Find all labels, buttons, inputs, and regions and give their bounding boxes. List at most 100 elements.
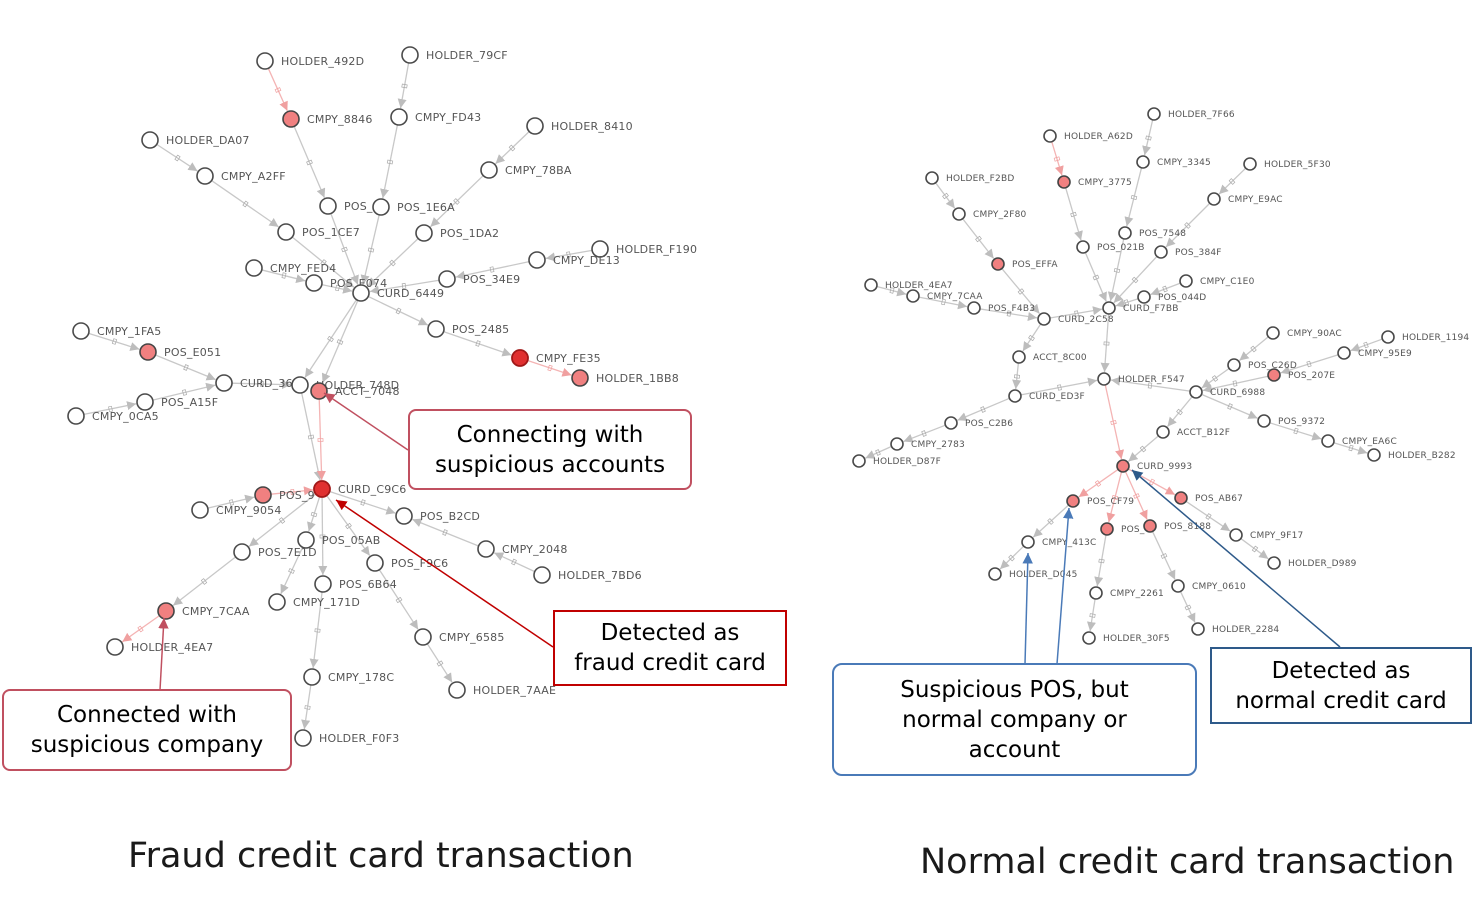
left-node-pos-a15f[interactable] bbox=[136, 393, 154, 411]
left-node-cmpy-1fa5[interactable] bbox=[72, 322, 90, 340]
right-node-curd-f7bb[interactable] bbox=[1102, 301, 1116, 315]
right-node-cmpy-e9ac[interactable] bbox=[1207, 192, 1221, 206]
right-node-holder-a62d[interactable] bbox=[1043, 129, 1057, 143]
right-node-pos-f4b3[interactable] bbox=[967, 301, 981, 315]
left-node-cmpy-178c[interactable] bbox=[303, 668, 321, 686]
right-node-holder-f547[interactable] bbox=[1097, 372, 1111, 386]
left-node-holder-7aae[interactable] bbox=[448, 681, 466, 699]
left-node-holder-f190[interactable] bbox=[591, 240, 609, 258]
right-node-acct-8c00[interactable] bbox=[1012, 350, 1026, 364]
right-node-pos-9372[interactable] bbox=[1257, 414, 1271, 428]
left-node-curd-c9c6[interactable] bbox=[313, 480, 331, 498]
left-node-pos-05ab[interactable] bbox=[297, 531, 315, 549]
left-node-cmpy-2048[interactable] bbox=[477, 540, 495, 558]
right-node-holder-2284[interactable] bbox=[1191, 622, 1205, 636]
right-node-cmpy-7caa[interactable] bbox=[906, 289, 920, 303]
right-node-label: HOLDER_D87F bbox=[873, 457, 941, 467]
left-node-pos-1e6a[interactable] bbox=[372, 198, 390, 216]
right-node-curd-6988[interactable] bbox=[1189, 385, 1203, 399]
right-node-holder-d989[interactable] bbox=[1267, 556, 1281, 570]
left-node-pos-1da2[interactable] bbox=[415, 224, 433, 242]
left-node-label: CMPY_8846 bbox=[307, 113, 373, 126]
left-node-pos-7e1d[interactable] bbox=[233, 543, 251, 561]
left-node-cmpy-fe35[interactable] bbox=[511, 349, 529, 367]
right-node-pos-c26d[interactable] bbox=[1227, 358, 1241, 372]
right-node-holder-1194[interactable] bbox=[1381, 330, 1395, 344]
right-node-cmpy-c1e0[interactable] bbox=[1179, 274, 1193, 288]
left-node-cmpy-de13[interactable] bbox=[528, 251, 546, 269]
left-node-cmpy-171d[interactable] bbox=[268, 593, 286, 611]
left-node-holder-8410[interactable] bbox=[526, 117, 544, 135]
right-node-holder-b282[interactable] bbox=[1367, 448, 1381, 462]
left-node-cmpy-8846[interactable] bbox=[282, 110, 300, 128]
left-node-curd-36[interactable] bbox=[215, 374, 233, 392]
right-node-pos-384f[interactable] bbox=[1154, 245, 1168, 259]
right-node-pos-207e[interactable] bbox=[1267, 368, 1281, 382]
left-edge-marker bbox=[401, 83, 408, 89]
left-node-cmpy-6585[interactable] bbox=[414, 628, 432, 646]
right-node-cmpy-90ac[interactable] bbox=[1266, 326, 1280, 340]
left-node-holder-79cf[interactable] bbox=[401, 46, 419, 64]
left-node-holder-f0f3[interactable] bbox=[294, 729, 312, 747]
right-node-holder-7f66[interactable] bbox=[1147, 107, 1161, 121]
right-node-pos-1[interactable] bbox=[1100, 522, 1114, 536]
right-node-pos-cf79[interactable] bbox=[1066, 494, 1080, 508]
left-node-cmpy-9054[interactable] bbox=[191, 501, 209, 519]
left-node-pos-b2cd[interactable] bbox=[395, 507, 413, 525]
left-node-pos-2485[interactable] bbox=[427, 320, 445, 338]
right-node-holder-d045[interactable] bbox=[988, 567, 1002, 581]
right-node-pos-044d[interactable] bbox=[1137, 290, 1151, 304]
left-node-holder-4ea7[interactable] bbox=[106, 638, 124, 656]
right-node-holder-30f5[interactable] bbox=[1082, 631, 1096, 645]
right-node-cmpy-ea6c[interactable] bbox=[1321, 434, 1335, 448]
right-node-pos-c2b6[interactable] bbox=[944, 416, 958, 430]
right-node-holder-5f30[interactable] bbox=[1243, 157, 1257, 171]
left-node-pos-34e9[interactable] bbox=[438, 270, 456, 288]
right-node-cmpy-3345[interactable] bbox=[1136, 155, 1150, 169]
right-node-pos-7548[interactable] bbox=[1118, 226, 1132, 240]
left-node-pos-1ce7[interactable] bbox=[277, 223, 295, 241]
right-node-pos-8188[interactable] bbox=[1143, 519, 1157, 533]
left-node-curd-6449[interactable] bbox=[352, 284, 370, 302]
left-node-holder-748d[interactable] bbox=[291, 376, 309, 394]
right-node-cmpy-2f80[interactable] bbox=[952, 207, 966, 221]
right-node-cmpy-2261[interactable] bbox=[1089, 586, 1103, 600]
right-node-cmpy-3775[interactable] bbox=[1057, 175, 1071, 189]
right-edge-marker bbox=[1227, 403, 1233, 410]
left-node-pos-f9c6[interactable] bbox=[366, 554, 384, 572]
right-node-pos-021b[interactable] bbox=[1076, 240, 1090, 254]
right-node-label: CMPY_7CAA bbox=[927, 292, 983, 302]
right-node-pos-effa[interactable] bbox=[991, 257, 1005, 271]
pointer-connected-company bbox=[158, 617, 169, 691]
right-node-pos-ab67[interactable] bbox=[1174, 491, 1188, 505]
right-node-cmpy-0610[interactable] bbox=[1171, 579, 1185, 593]
right-node-cmpy-2783[interactable] bbox=[890, 437, 904, 451]
right-node-holder-4ea7[interactable] bbox=[864, 278, 878, 292]
right-node-holder-d87f[interactable] bbox=[852, 454, 866, 468]
right-node-acct-b12f[interactable] bbox=[1156, 425, 1170, 439]
right-node-holder-f2bd[interactable] bbox=[925, 171, 939, 185]
left-node-cmpy-fed4[interactable] bbox=[245, 259, 263, 277]
right-node-curd-2c58[interactable] bbox=[1037, 312, 1051, 326]
left-node-holder-492d[interactable] bbox=[256, 52, 274, 70]
right-node-cmpy-95e9[interactable] bbox=[1337, 346, 1351, 360]
left-node-pos-6b64[interactable] bbox=[314, 575, 332, 593]
left-node-pos-a[interactable] bbox=[319, 197, 337, 215]
left-node-holder-1bb8[interactable] bbox=[571, 369, 589, 387]
left-node-cmpy-0ca5[interactable] bbox=[67, 407, 85, 425]
right-node-cmpy-9f17[interactable] bbox=[1229, 528, 1243, 542]
left-node-cmpy-78ba[interactable] bbox=[480, 161, 498, 179]
right-node-cmpy-413c[interactable] bbox=[1021, 535, 1035, 549]
left-node-acct-7048[interactable] bbox=[310, 382, 328, 400]
right-node-curd-9993[interactable] bbox=[1116, 459, 1130, 473]
left-node-cmpy-a2ff[interactable] bbox=[196, 167, 214, 185]
left-node-pos-e074[interactable] bbox=[305, 274, 323, 292]
left-node-holder-da07[interactable] bbox=[141, 131, 159, 149]
left-node-pos-9[interactable] bbox=[254, 486, 272, 504]
left-node-holder-7bd6[interactable] bbox=[533, 566, 551, 584]
right-node-label: HOLDER_B282 bbox=[1388, 451, 1456, 461]
left-node-pos-e051[interactable] bbox=[139, 343, 157, 361]
left-node-cmpy-7caa[interactable] bbox=[157, 602, 175, 620]
right-node-curd-ed3f[interactable] bbox=[1008, 389, 1022, 403]
left-node-cmpy-fd43[interactable] bbox=[390, 108, 408, 126]
